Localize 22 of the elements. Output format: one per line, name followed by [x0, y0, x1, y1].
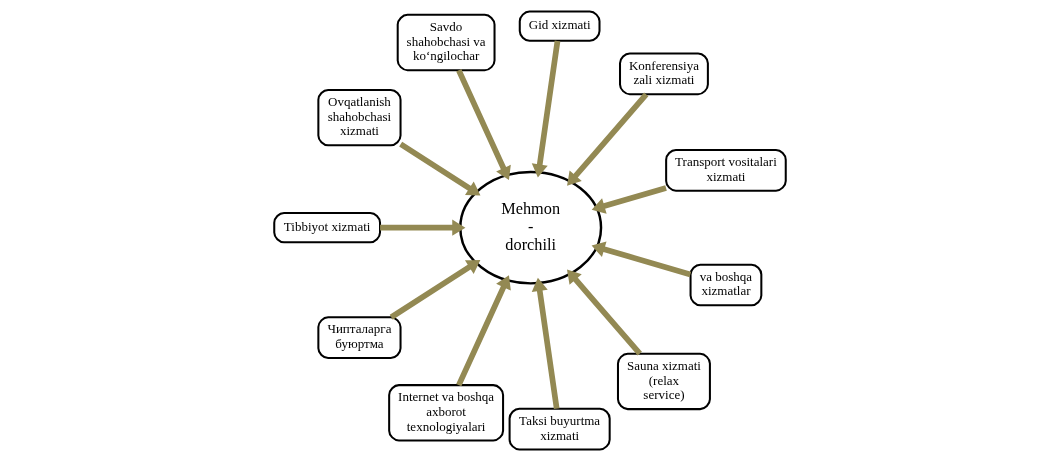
- node-box: Savdo shahobchasi va ko‘ngilochar: [396, 13, 496, 72]
- arrow: [566, 269, 642, 356]
- node-box: Tibbiyot xizmati: [272, 212, 381, 244]
- node-box: va boshqa xizmatlar: [689, 263, 762, 307]
- arrow: [531, 277, 559, 410]
- arrow: [591, 185, 667, 214]
- arrow: [398, 141, 480, 196]
- arrow: [531, 40, 560, 178]
- node-box: Sauna xizmati (relax service): [616, 352, 711, 411]
- arrow: [379, 219, 465, 236]
- node-box: Internet va boshqa axborot texnologiyalari: [387, 384, 504, 442]
- node-box: Taksi buyurtma xizmati: [508, 407, 611, 451]
- node-box: Gid xizmati: [518, 10, 600, 42]
- node-box: Чипталарга буюртма: [316, 316, 402, 360]
- node-box: Ovqatlanish shahobchasi xizmati: [316, 88, 402, 147]
- node-box: Transport vositalari xizmati: [664, 148, 787, 192]
- arrow: [455, 69, 511, 181]
- arrow: [389, 259, 480, 320]
- node-box: Konferensiya zali xizmati: [618, 52, 709, 96]
- arrow: [591, 241, 691, 278]
- arrow: [455, 275, 511, 387]
- arrow: [566, 92, 648, 186]
